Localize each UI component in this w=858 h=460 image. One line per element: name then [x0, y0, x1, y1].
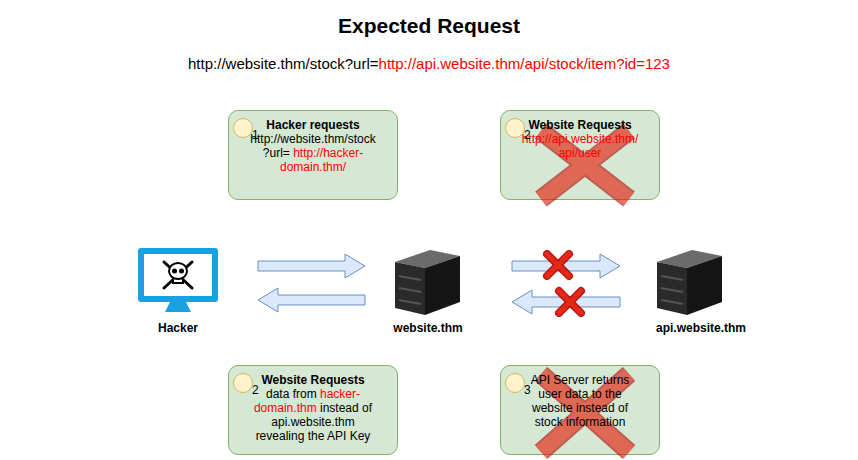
text-block: API Server returns user data to the webs… [519, 373, 641, 429]
blocked-cross [547, 254, 569, 276]
server-vent [661, 288, 683, 292]
node-text: data from [266, 387, 317, 401]
callout-number: 3 [524, 383, 531, 397]
callout-number: 1 [233, 118, 253, 138]
blocked-cross [559, 291, 581, 313]
node-text: Hacker requests [266, 118, 359, 132]
step-box: Website Requestsdata fromhacker-domain.t… [228, 365, 398, 455]
node-content: Hacker [158, 321, 198, 335]
flow-arrow [512, 290, 620, 314]
node-text: Website Requests [528, 118, 631, 132]
flow-arrow [258, 288, 365, 312]
server-front [395, 262, 425, 315]
server-vent [661, 300, 683, 304]
text-block: Hacker requests [247, 118, 379, 132]
text-block: http://api.website.thm/api/user [519, 132, 641, 160]
blocked-cross [559, 291, 581, 313]
monitor-screen [144, 254, 212, 296]
server-vent [399, 288, 421, 292]
flow-arrow [512, 254, 620, 278]
server-front [657, 262, 687, 315]
text-block: Hacker [158, 321, 198, 335]
step-box: Website Requestshttp://api.website.thm/a… [500, 110, 660, 200]
node-content: api.website.thm [656, 321, 746, 335]
callout-number: 2 [252, 383, 259, 397]
request-url: http://website.thm/stock?url= [188, 55, 379, 72]
callout-number: 3 [505, 373, 525, 393]
node-text: http://hacker-domain.thm/ [280, 146, 363, 174]
step-box: API Server returns user data to the webs… [500, 365, 660, 455]
hacker-actor: Hacker [130, 245, 226, 335]
text-block: website.thm [393, 321, 462, 335]
server-side [425, 256, 460, 315]
monitor-stand [165, 302, 191, 312]
node-content: Hacker requestshttp://website.thm/stock?… [229, 111, 397, 180]
node-content: API Server returns user data to the webs… [501, 366, 659, 435]
skull-eye [179, 269, 184, 274]
web-server: website.thm [380, 245, 476, 335]
callout-number: 2 [233, 373, 253, 393]
callout-number: 1 [252, 128, 259, 142]
node-text: http://api.website.thm/api/user [522, 132, 639, 160]
node-content: 2 [234, 374, 270, 405]
server-vent [399, 300, 421, 304]
node-content: website.thm [393, 321, 462, 335]
callout-number: 2 [524, 128, 531, 142]
node-text: website.thm [393, 321, 462, 335]
node-text: Website Requests [261, 373, 364, 387]
server-side [687, 256, 722, 315]
request-line: http://website.thm/stock?url=http://api.… [0, 54, 858, 73]
callout-number: 2 [505, 118, 525, 138]
node-content: 3 [506, 374, 542, 405]
request-url: http://api.website.thm/api/stock/item?id… [379, 55, 670, 72]
node-content: 1 [234, 119, 270, 150]
text-block: Website Requests [247, 373, 379, 387]
skull-head [169, 263, 187, 279]
blocked-cross [547, 254, 569, 276]
blocked-cross [559, 291, 581, 313]
diagram-title: Expected Request [0, 13, 858, 39]
text-block: data fromhacker-domain.thminstead of api… [247, 387, 379, 443]
text-block: api.website.thm [656, 321, 746, 335]
text-block: Website Requests [519, 118, 641, 132]
crossbone [164, 262, 192, 288]
api-server: api.website.thm [645, 245, 757, 335]
flow-arrow [258, 254, 365, 278]
blocked-cross [559, 291, 581, 313]
node-content: Website Requestsdata fromhacker-domain.t… [229, 366, 397, 449]
blocked-cross [547, 254, 569, 276]
monitor-frame [138, 248, 218, 302]
node-text: Hacker [158, 321, 198, 335]
server-vent [399, 276, 421, 280]
crossbone [164, 262, 192, 288]
node-text: API Server returns user data to the webs… [531, 373, 630, 429]
skull-eye [172, 269, 177, 274]
blocked-cross [547, 254, 569, 276]
step-box: Hacker requestshttp://website.thm/stock?… [228, 110, 398, 200]
node-text: api.website.thm [656, 321, 746, 335]
text-block: http://website.thm/stock?url=http://hack… [247, 132, 379, 174]
node-content: 2 [506, 119, 542, 150]
server-vent [661, 276, 683, 280]
